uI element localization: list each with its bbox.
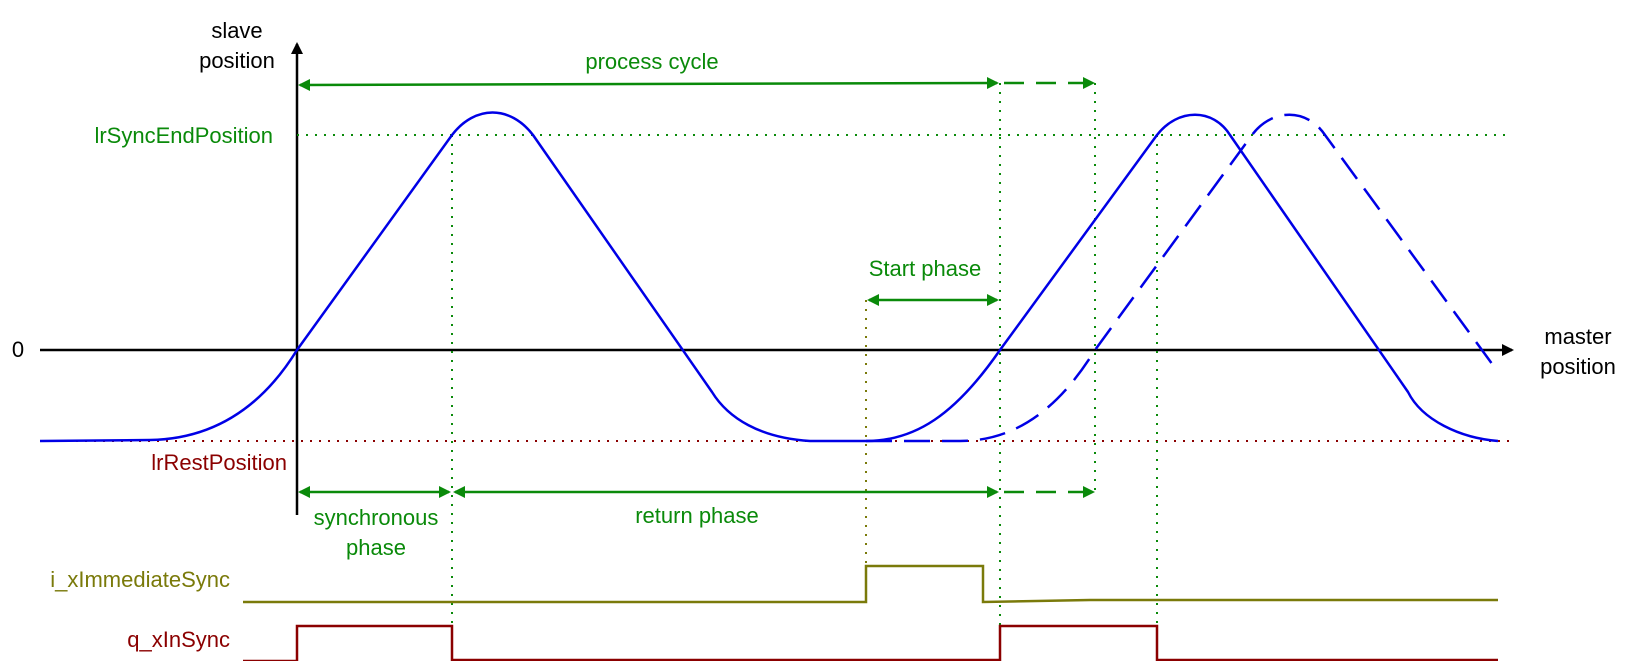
delayed-slave-position-curve [866, 113, 1500, 443]
x-axis-label-line1: master [1544, 324, 1611, 349]
x-axis-label-line2: position [1540, 354, 1616, 379]
start-phase-label: Start phase [869, 256, 982, 281]
zero-label: 0 [12, 337, 24, 362]
immediate-sync-signal-label: i_xImmediateSync [50, 567, 230, 592]
synchronous-phase-label-line2: phase [346, 535, 406, 560]
synchronous-phase-label-line1: synchronous [314, 505, 439, 530]
in-sync-signal-label: q_xInSync [127, 627, 230, 652]
immediate-sync-signal-trace [243, 564, 1498, 604]
process-cycle-arrow [298, 77, 999, 91]
sync-end-position-label: lrSyncEndPosition [94, 123, 273, 148]
slave-position-curve [39, 111, 1499, 443]
y-axis-label-line1: slave [211, 18, 262, 43]
return-phase-label: return phase [635, 503, 759, 528]
rest-position-label: lrRestPosition [151, 450, 287, 475]
process-cycle-label: process cycle [585, 49, 718, 74]
y-axis-label-line2: position [199, 48, 275, 73]
in-sync-signal-trace [243, 624, 1498, 661]
